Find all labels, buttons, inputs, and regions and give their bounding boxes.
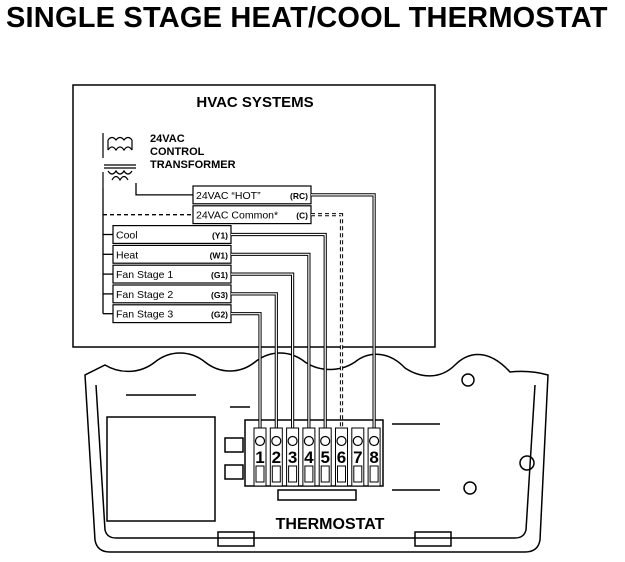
wire-2: 24VAC Common* (C) <box>103 205 344 441</box>
wire-label: 24VAC Common* <box>196 210 278 222</box>
wire-code: (W1) <box>210 250 229 260</box>
hvac-box-title: HVAC SYSTEMS <box>196 94 313 111</box>
wire-label: Fan Stage 2 <box>116 289 173 301</box>
terminal-5: 5 <box>318 427 332 487</box>
terminal-7: 7 <box>351 427 365 487</box>
terminal-number: 5 <box>320 448 329 467</box>
wire-1: 24VAC “HOT” (RC) <box>135 183 376 441</box>
wire-4: Heat (W1) <box>103 244 311 441</box>
transformer-label-line-2: CONTROL <box>150 146 205 158</box>
terminal-number: 1 <box>255 448 264 467</box>
wire-label: Heat <box>116 249 138 261</box>
terminal-number: 7 <box>353 448 362 467</box>
wire-code: (G3) <box>211 290 228 300</box>
wire-7: Fan Stage 3 (G2) <box>103 304 262 441</box>
diagram-title: SINGLE STAGE HEAT/COOL THERMOSTAT <box>6 2 608 34</box>
thermostat-base <box>84 352 549 553</box>
wire-6: Fan Stage 2 (G3) <box>103 284 278 441</box>
terminal-1: 1 <box>253 427 267 487</box>
wire-3: Cool (Y1) <box>103 225 327 441</box>
terminal-4: 4 <box>302 427 316 487</box>
wire-5: Fan Stage 1 (G1) <box>103 264 295 441</box>
wire-label: 24VAC “HOT” <box>196 190 261 202</box>
wire-code: (G2) <box>211 310 228 320</box>
terminal-number: 6 <box>337 448 346 467</box>
transformer-icon <box>102 133 136 188</box>
terminal-2: 2 <box>269 427 283 487</box>
terminal-8: 8 <box>367 427 381 487</box>
wire-label: Fan Stage 3 <box>116 309 173 321</box>
transformer-label-line-1: 24VAC <box>150 133 185 145</box>
transformer-label-line-3: TRANSFORMER <box>150 159 236 171</box>
wire-label: Fan Stage 1 <box>116 269 173 281</box>
wire-code: (RC) <box>290 191 308 201</box>
terminal-number: 3 <box>288 448 297 467</box>
wire-code: (C) <box>296 211 308 221</box>
terminal-number: 8 <box>369 448 378 467</box>
thermostat-label: THERMOSTAT <box>276 516 385 533</box>
wire-label: Cool <box>116 230 138 242</box>
terminal-3: 3 <box>286 427 300 487</box>
wire-code: (Y1) <box>212 231 228 241</box>
terminal-number: 2 <box>272 448 281 467</box>
terminal-6: 6 <box>335 427 348 487</box>
wire-code: (G1) <box>211 270 228 280</box>
terminal-number: 4 <box>304 448 314 467</box>
